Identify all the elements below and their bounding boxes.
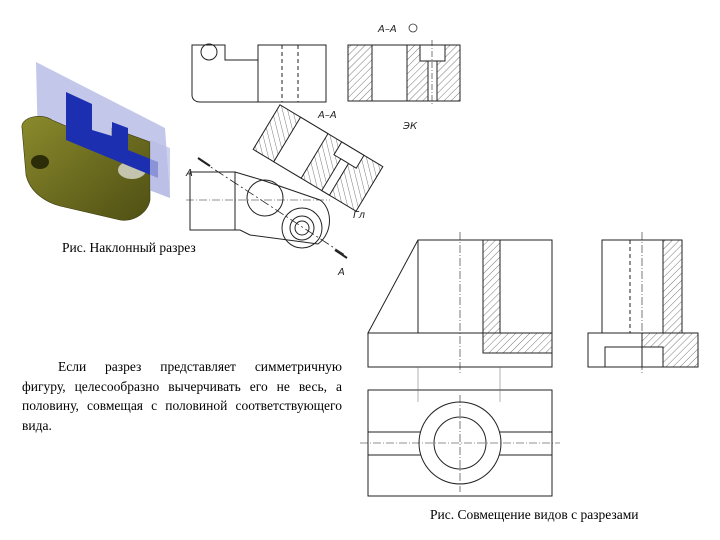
part-hole: [31, 155, 49, 169]
caption-oblique-section: Рис. Наклонный разрез: [62, 240, 196, 255]
side-view: [587, 232, 699, 375]
combined-top-view: [360, 389, 560, 497]
caption-combined-views: Рис. Совмещение видов с разрезами: [430, 507, 639, 522]
paragraph-text: Если разрез представляет симметричную фи…: [22, 359, 342, 433]
cut-a-top-label: А: [185, 168, 193, 179]
section-aa-rotated: А–А ЭК: [347, 23, 461, 132]
section-face-blue: [66, 92, 158, 178]
section-aa-oblique-label: А–А: [317, 110, 337, 121]
front-view: [191, 43, 327, 103]
ek-label: ЭК: [402, 121, 418, 132]
cut-a-bottom-label: А: [337, 267, 345, 278]
projection-lines: [417, 367, 501, 402]
rotation-icon: [408, 23, 418, 33]
gl-label: Гл: [353, 210, 366, 221]
cutting-plane-front: [150, 140, 170, 198]
isometric-part-model: [21, 62, 170, 221]
section-aa-rotated-label: А–А: [377, 24, 397, 35]
top-view: [186, 157, 348, 259]
section-aa-oblique: [252, 104, 384, 212]
combined-front-view: [367, 232, 553, 375]
